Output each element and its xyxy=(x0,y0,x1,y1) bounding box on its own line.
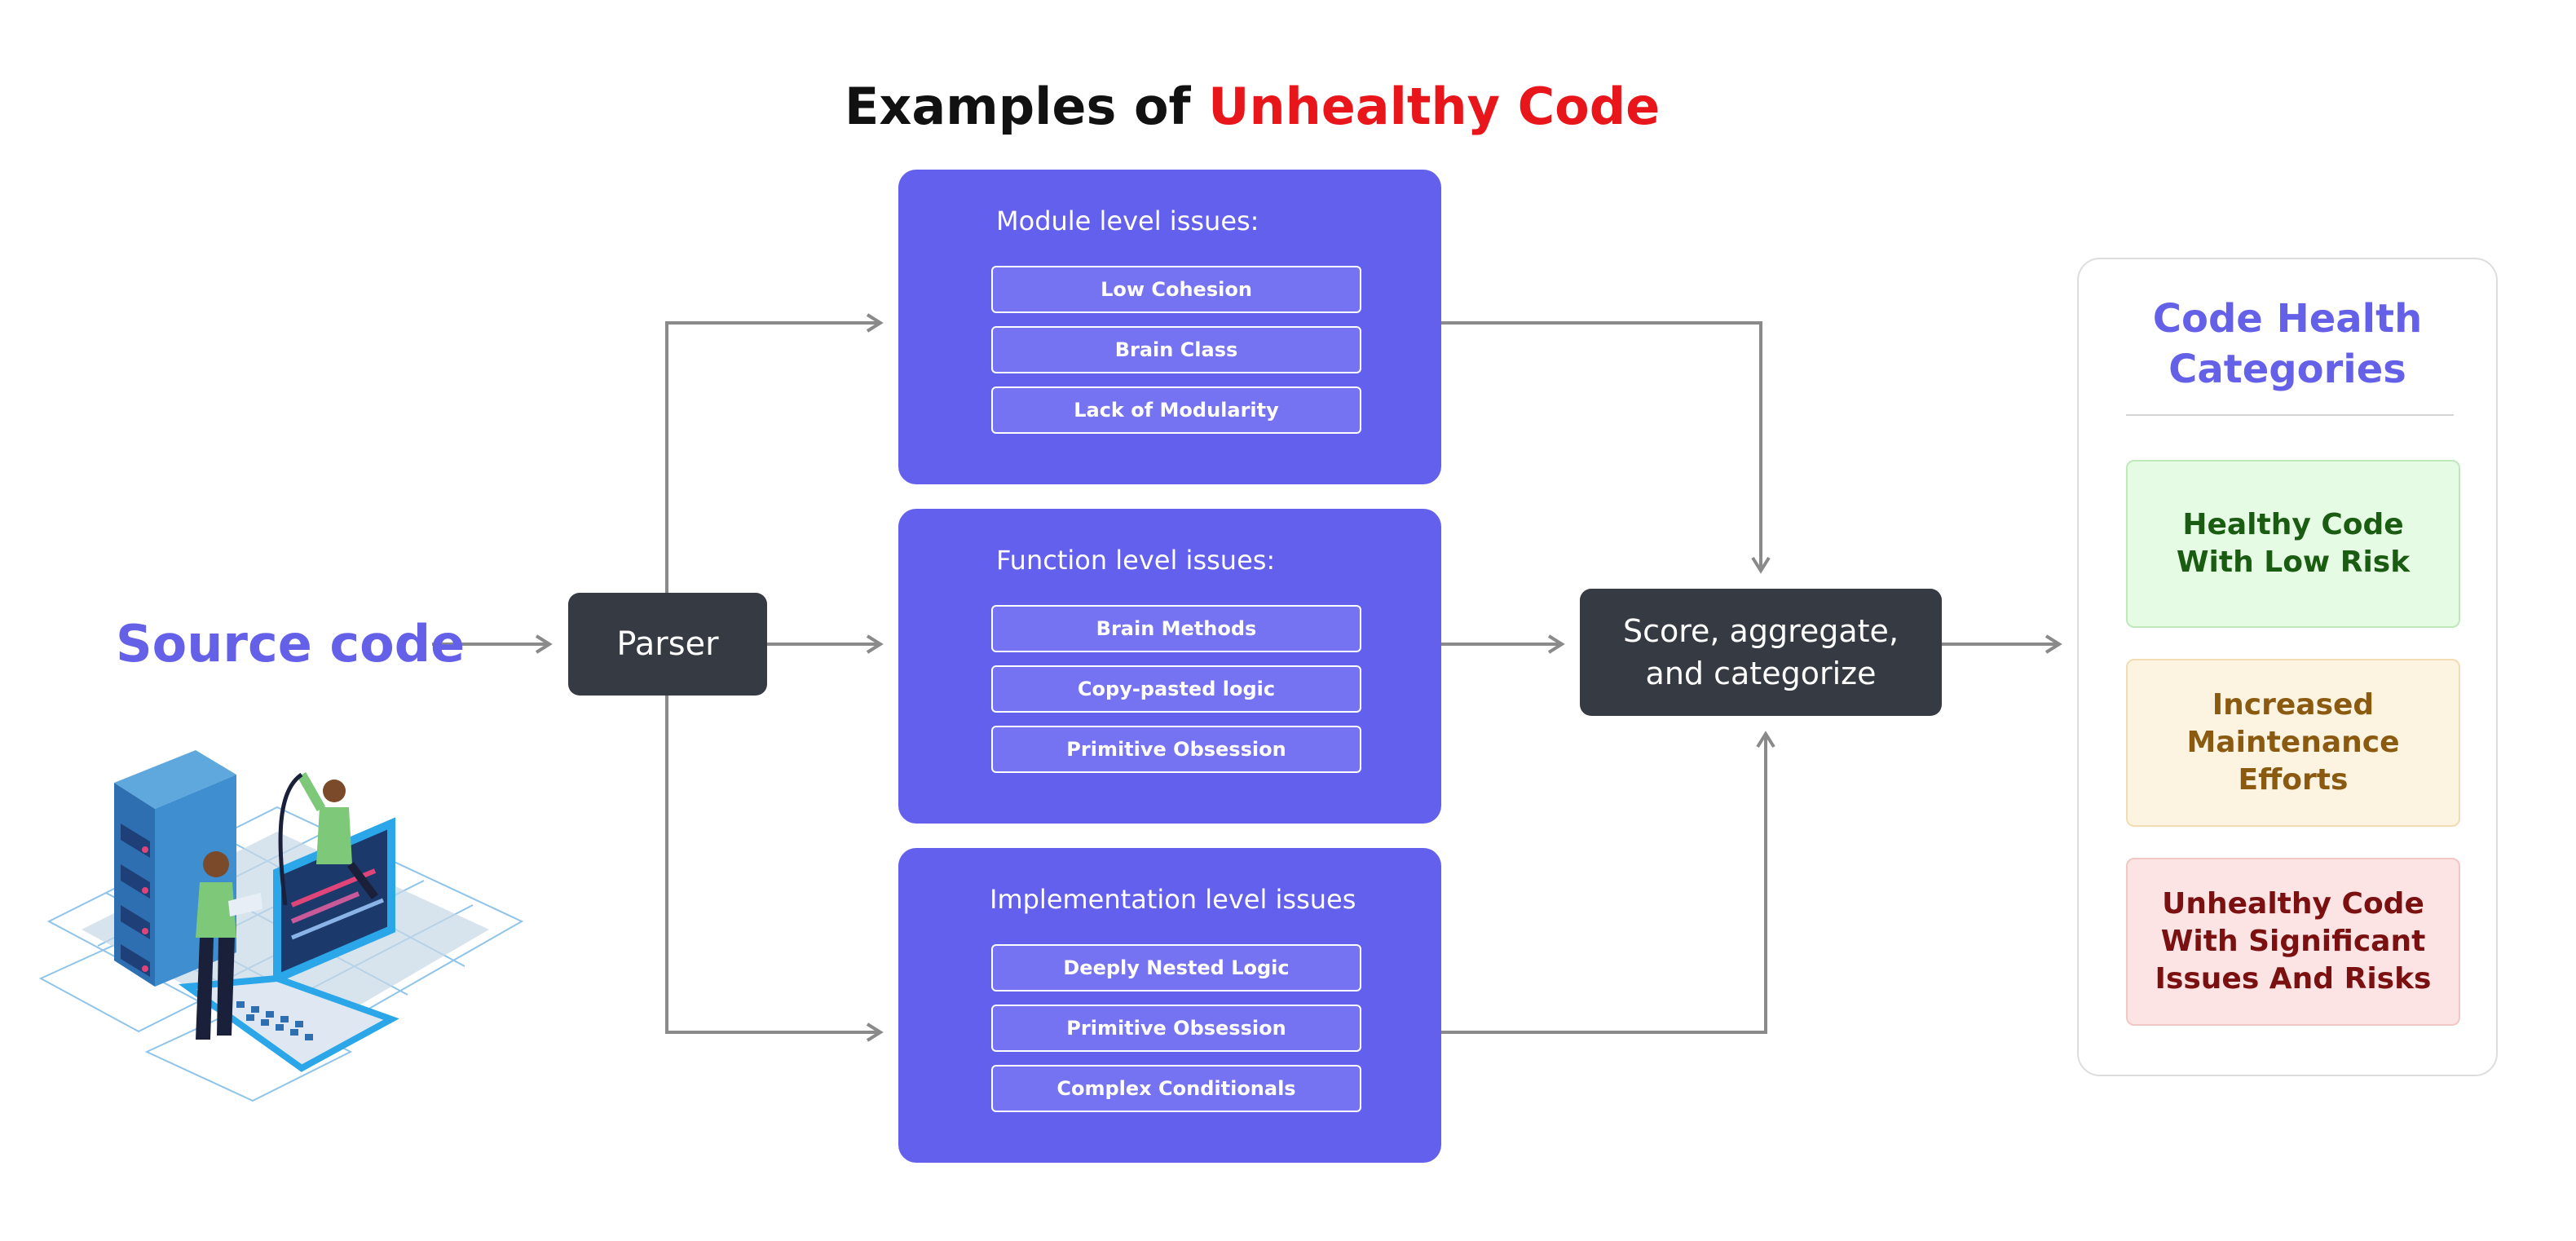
category-healthy: Healthy Code With Low Risk xyxy=(2126,460,2460,628)
panel-heading: Module level issues: xyxy=(996,205,1259,236)
category-increased-maintenance: Increased Maintenance Efforts xyxy=(2126,659,2460,827)
panel-heading: Implementation level issues xyxy=(990,884,1356,915)
score-aggregate-box: Score, aggregate, and categorize xyxy=(1580,589,1942,716)
score-line-1: Score, aggregate, xyxy=(1622,613,1899,649)
title-prefix: Examples of xyxy=(845,77,1209,136)
person-with-tablet-icon xyxy=(196,851,262,1040)
categories-divider xyxy=(2126,414,2454,416)
category-line: Unhealthy Code xyxy=(2162,887,2424,921)
category-line: Healthy Code xyxy=(2182,508,2404,541)
source-code-label: Source code xyxy=(116,614,465,673)
issue-item: Lack of Modularity xyxy=(991,386,1361,434)
function-issues-panel: Function level issues: Brain Methods Cop… xyxy=(898,509,1441,824)
category-line: Maintenance xyxy=(2186,726,2400,759)
panel-heading: Function level issues: xyxy=(996,545,1276,576)
code-health-categories-card: Code Health Categories Healthy Code With… xyxy=(2077,258,2498,1076)
category-line: With Low Risk xyxy=(2176,545,2411,579)
diagram-title: Examples of Unhealthy Code xyxy=(845,70,1660,144)
issue-item: Brain Class xyxy=(991,326,1361,373)
score-line-2: and categorize xyxy=(1645,656,1877,691)
server-laptop-illustration xyxy=(38,750,524,1102)
issue-item: Primitive Obsession xyxy=(991,1005,1361,1052)
category-unhealthy: Unhealthy Code With Significant Issues A… xyxy=(2126,858,2460,1026)
arrow-parser-to-module xyxy=(665,313,884,593)
title-accent: Unhealthy Code xyxy=(1208,77,1661,136)
issue-item: Primitive Obsession xyxy=(991,726,1361,773)
category-line: Increased xyxy=(2212,688,2375,722)
laptop-icon xyxy=(178,817,399,1072)
category-line: Issues And Risks xyxy=(2155,962,2432,996)
categories-title-line-1: Code Health xyxy=(2152,296,2423,342)
module-issues-panel: Module level issues: Low Cohesion Brain … xyxy=(898,170,1441,484)
person-with-cable-icon xyxy=(278,772,378,906)
issue-item: Copy-pasted logic xyxy=(991,665,1361,713)
issue-item: Deeply Nested Logic xyxy=(991,944,1361,991)
categories-title-line-2: Categories xyxy=(2168,347,2406,392)
parser-box: Parser xyxy=(568,593,767,696)
issue-item: Complex Conditionals xyxy=(991,1065,1361,1112)
arrow-implementation-to-score xyxy=(1441,731,1775,1034)
arrow-module-to-score xyxy=(1441,321,1771,574)
issue-item: Low Cohesion xyxy=(991,266,1361,313)
arrow-parser-to-implementation xyxy=(665,696,884,1042)
category-line: Efforts xyxy=(2238,763,2349,797)
category-line: With Significant xyxy=(2160,925,2426,958)
categories-title: Code Health Categories xyxy=(2079,294,2496,395)
issue-item: Brain Methods xyxy=(991,605,1361,652)
implementation-issues-panel: Implementation level issues Deeply Neste… xyxy=(898,848,1441,1163)
